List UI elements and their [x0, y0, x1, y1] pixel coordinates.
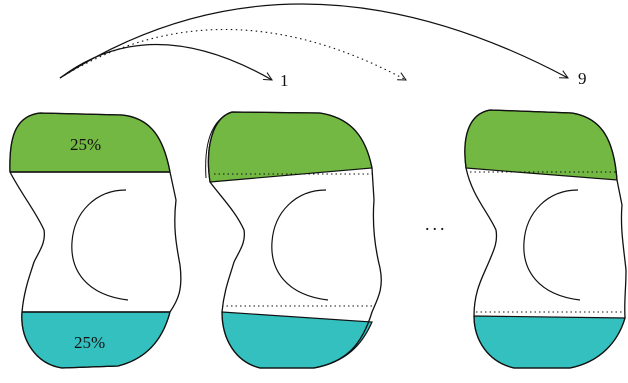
arrow-to-step-9	[60, 4, 568, 78]
arrow-to-ellipsis-dotted	[60, 29, 406, 80]
inner-curve	[272, 190, 328, 300]
arrow-to-step-1	[60, 44, 272, 80]
bottom-region-fill	[222, 312, 372, 368]
step-1-label: 1	[280, 72, 289, 89]
panel-step-9	[465, 110, 626, 368]
ellipsis-label: ...	[425, 215, 448, 233]
panel-step-1	[206, 112, 382, 368]
top-region-percentage-label: 25%	[70, 136, 101, 153]
step-9-label: 9	[578, 70, 587, 87]
inner-curve	[72, 190, 128, 300]
top-region-fill	[208, 112, 372, 182]
bottom-region-percentage-label: 25%	[74, 334, 105, 351]
inner-curve	[524, 190, 580, 300]
top-region-fill	[465, 110, 617, 180]
